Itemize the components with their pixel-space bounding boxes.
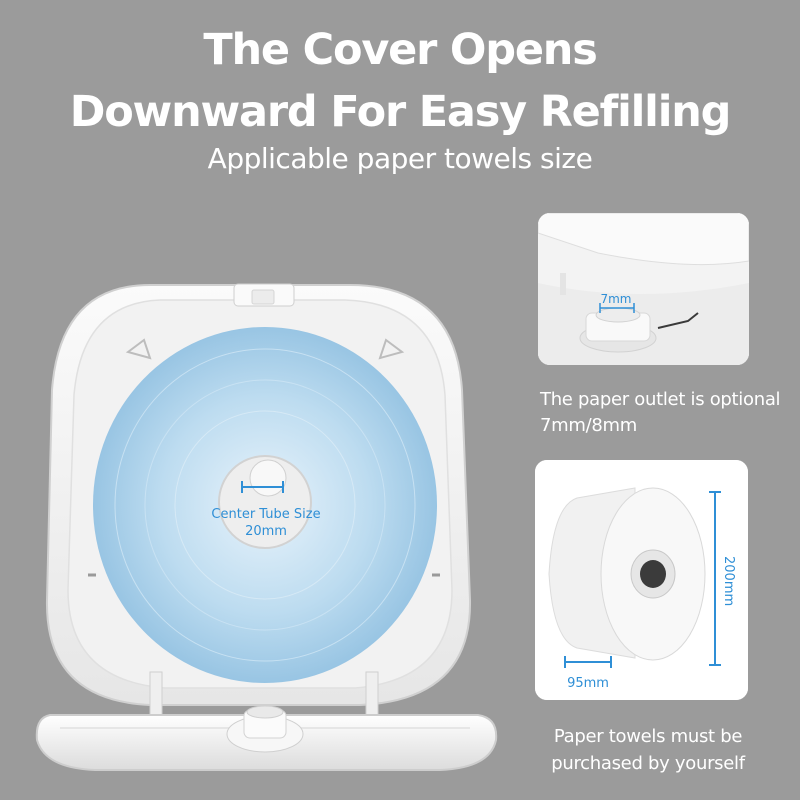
center-tube-label: Center Tube Size 20mm — [196, 506, 336, 540]
dispenser-drawing — [35, 283, 498, 771]
roll-drawing — [535, 460, 748, 700]
outlet-caption-line-2: 7mm/8mm — [540, 415, 638, 436]
center-tube — [218, 455, 312, 549]
subheadline: Applicable paper towels size — [207, 142, 593, 175]
headline-line-2: Downward For Easy Refilling — [69, 87, 732, 137]
roll-caption-line-2: purchased by yourself — [551, 753, 745, 774]
outlet-drawing — [538, 213, 749, 365]
center-tube-value: 20mm — [245, 524, 287, 539]
roll-height-label: 200mm — [721, 556, 736, 607]
outlet-dimension-label: 7mm — [600, 292, 632, 306]
roll-caption-line-1: Paper towels must be — [553, 726, 743, 747]
outlet-caption-line-1: The paper outlet is optional — [540, 389, 781, 410]
dispenser-illustration: Center Tube Size 20mm — [35, 283, 498, 771]
roll-photo: 95mm 200mm — [535, 460, 748, 700]
roll-width-label: 95mm — [567, 676, 609, 691]
headline-line-1: The Cover Opens — [203, 25, 597, 75]
center-tube-label-text: Center Tube Size — [211, 507, 321, 522]
outlet-photo: 7mm — [538, 213, 749, 365]
